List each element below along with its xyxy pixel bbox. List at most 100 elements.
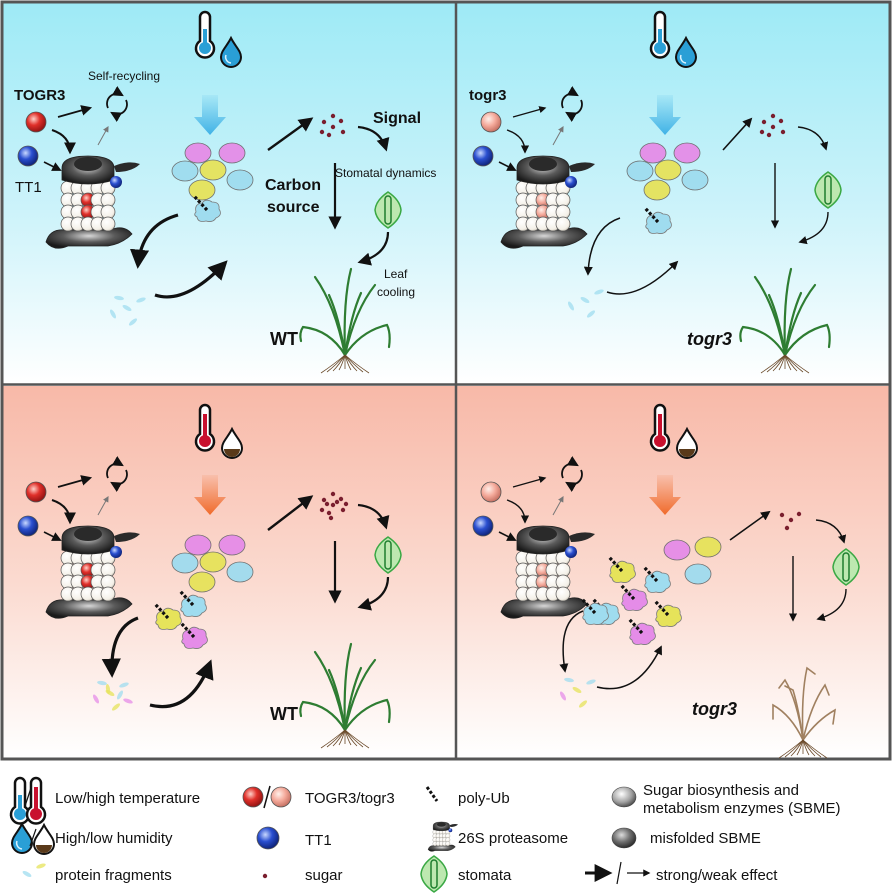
misfolded-sbme-group <box>627 617 656 645</box>
protein-fragment <box>564 677 574 683</box>
arrow-proteasome-to-recycling <box>552 125 564 146</box>
arrow-from-degradation <box>154 260 228 299</box>
drop-soil <box>224 449 240 457</box>
legend-low-humidity-icon <box>32 822 56 855</box>
thermometer-level <box>203 29 207 43</box>
proteasome-26s <box>45 155 140 249</box>
plant-leaf <box>327 668 347 732</box>
sugar-dot <box>796 511 802 517</box>
leaf-cooling-label: cooling <box>377 285 415 299</box>
protein-fragment <box>111 703 121 711</box>
sugar-dot <box>340 129 346 135</box>
plant-root <box>326 729 346 748</box>
proteasome-pore <box>529 157 557 171</box>
proteasome-bottom-cap <box>427 844 456 852</box>
genotype-label: WT <box>270 329 298 349</box>
legend-sbme-icon <box>611 786 637 808</box>
arrow-to-degradation <box>101 616 139 678</box>
arrow-from-degradation <box>596 645 662 690</box>
protein-fragment <box>97 680 107 686</box>
proteasome-lid-wing <box>114 532 140 542</box>
thermometer-level <box>203 414 207 436</box>
plant-root <box>338 729 346 746</box>
proteasome-ring-subunit <box>100 586 116 602</box>
stomata-pore <box>842 552 850 582</box>
cycle-arc-top <box>106 86 124 109</box>
sugar-cluster <box>779 511 802 531</box>
sugar-dot <box>759 129 765 135</box>
drop-soil <box>36 845 52 853</box>
tt1-protein <box>17 515 39 537</box>
sugar-dot <box>338 118 344 124</box>
protein-fragment <box>105 684 111 694</box>
legend-slash <box>263 785 271 809</box>
arrow-proteasome-to-recycling <box>97 495 109 516</box>
cycle-arc-top <box>561 456 579 479</box>
proteasome-26s <box>500 155 595 249</box>
misfolded-sbme-group <box>192 194 221 222</box>
proteasome-bottom-cap <box>45 597 133 619</box>
arrow-tt1-to-proteasome <box>498 161 517 171</box>
sbme-yellow <box>654 159 682 181</box>
legend-tt1-icon <box>256 826 280 850</box>
misfolded-sbme-group <box>153 602 182 630</box>
proteasome-lid-wing <box>569 162 595 172</box>
legend-high-humidity-icon <box>10 821 34 854</box>
sugar-dot <box>330 502 336 508</box>
sugar-dot <box>324 501 330 507</box>
thermometer-bulb <box>199 435 211 447</box>
sugar-dot <box>330 491 336 497</box>
tt1-protein <box>472 145 494 167</box>
sugar-dot <box>321 119 327 125</box>
rice-plant <box>299 267 391 374</box>
legend-poly-ub-label: poly-Ub <box>458 790 510 807</box>
tt1-protein <box>17 145 39 167</box>
sugar-dot <box>343 501 349 507</box>
self-recycling-icon <box>561 456 583 492</box>
protein-fragments <box>559 677 596 708</box>
plant-leaf <box>327 293 347 357</box>
plant-root <box>772 354 786 372</box>
protein-fragments <box>92 680 133 711</box>
protein-fragment <box>123 698 133 704</box>
sugar-dot <box>334 499 340 505</box>
protein-fragment <box>114 295 124 301</box>
sbme-magenta <box>218 534 246 556</box>
poly-ub-chain <box>653 599 670 617</box>
sbme-yellow <box>643 179 671 201</box>
sugar-dot <box>770 113 776 119</box>
legend-temperature-label: Low/high temperature <box>55 790 200 807</box>
panel-bottom-left: WT <box>17 403 402 749</box>
plant-root <box>344 729 352 746</box>
plant-leaf <box>343 666 363 732</box>
panel-bottom-right: togr3 <box>472 403 860 759</box>
plant-root <box>332 729 346 747</box>
drop-shine <box>15 840 23 850</box>
plant-leaf <box>343 698 391 732</box>
sbme-cyan <box>226 169 254 191</box>
legend-high-temperature-icon <box>25 776 47 825</box>
arrow-togr3-to-recycling <box>512 106 547 118</box>
legend-sugar-label: sugar <box>305 867 343 884</box>
legend-slash <box>24 787 32 807</box>
arrow-tt1-to-proteasome <box>498 531 517 541</box>
carbon-source-label: Carbon <box>265 177 321 194</box>
proteasome-26s <box>45 525 140 619</box>
thermometer-bulb <box>654 42 666 54</box>
togr3-protein <box>480 481 502 503</box>
poly-ub-chain <box>192 194 209 212</box>
protein-fragment <box>594 289 604 295</box>
plant-root <box>796 739 804 756</box>
proteasome-ring-subunit <box>445 841 451 847</box>
arrow-sbme-to-sugar <box>267 117 314 151</box>
misfolded-sbme-group <box>643 206 672 234</box>
tt1-bound <box>448 828 453 833</box>
togr3-label: TOGR3 <box>14 87 65 104</box>
arrow-stomata-to-plant <box>357 576 390 611</box>
sugar-dot <box>326 132 332 138</box>
plant-leaf <box>343 267 353 357</box>
thermometer-icon <box>194 403 216 452</box>
sbme-magenta <box>184 534 212 556</box>
protein-fragment <box>92 694 100 704</box>
misfolded-sbme-group <box>179 621 208 649</box>
